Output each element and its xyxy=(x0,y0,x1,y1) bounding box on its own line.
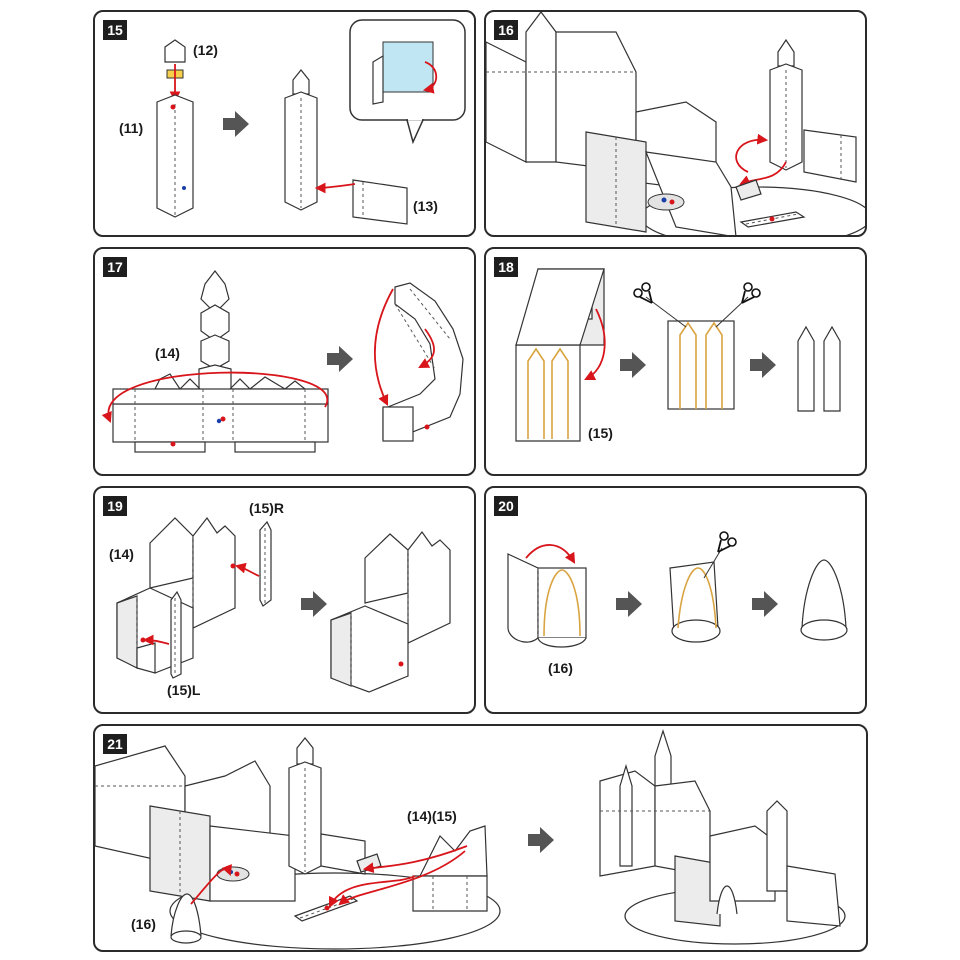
step-number: 21 xyxy=(103,734,127,754)
part-label-13: (13) xyxy=(413,198,438,214)
next-step-arrow-icon xyxy=(616,591,642,617)
assembled-tower xyxy=(284,69,318,211)
next-step-arrow-icon xyxy=(301,591,327,617)
part-14-flat xyxy=(101,270,329,453)
part-label-16: (16) xyxy=(131,916,156,932)
next-step-arrow-icon xyxy=(223,111,249,137)
step-number: 20 xyxy=(494,496,518,516)
part-14-assembly xyxy=(116,516,236,674)
finished-castle xyxy=(599,729,846,945)
castle-base xyxy=(486,12,865,235)
step-17-panel: 17 (14) xyxy=(93,247,476,476)
scissors-icon xyxy=(717,531,737,553)
step-20-panel: 20 (16) xyxy=(484,486,867,714)
part-16-cone xyxy=(800,559,848,641)
scissors-icon xyxy=(741,282,761,304)
part-12-cap xyxy=(164,39,186,103)
scissors-icon xyxy=(633,282,653,304)
part-label-11: (11) xyxy=(119,120,144,136)
part-15-sheet xyxy=(515,268,606,442)
part-label-16: (16) xyxy=(548,660,573,676)
step-21-panel: 21 (14)(15) (16) xyxy=(93,724,868,952)
part-16-cone xyxy=(170,863,232,944)
slot-base xyxy=(735,179,806,228)
part-14-assembled xyxy=(330,530,451,693)
part-15L xyxy=(142,590,182,679)
step-19-panel: 19 (15)R (14) (15)L xyxy=(93,486,476,714)
part-15-cut xyxy=(633,282,761,410)
part-16-rolled xyxy=(669,531,737,643)
step-18-panel: 18 (15) xyxy=(484,247,867,476)
next-step-arrow-icon xyxy=(620,352,646,378)
part-15R xyxy=(234,520,272,607)
part-label-14: (14) xyxy=(109,546,134,562)
next-step-arrow-icon xyxy=(750,352,776,378)
tower-part-11 xyxy=(735,38,857,186)
next-step-arrow-icon xyxy=(528,827,554,853)
part-label-15: (15) xyxy=(588,425,613,441)
detail-bubble xyxy=(349,19,466,145)
part-15-pieces xyxy=(797,325,841,412)
step-number: 15 xyxy=(103,20,127,40)
next-step-arrow-icon xyxy=(752,591,778,617)
part-label-12: (12) xyxy=(193,42,218,58)
step-number: 17 xyxy=(103,257,127,277)
step-16-panel: 16 xyxy=(484,10,867,237)
part-label-15L: (15)L xyxy=(167,682,201,698)
part-label-14-15: (14)(15) xyxy=(407,808,457,824)
next-step-arrow-icon xyxy=(327,346,353,372)
part-14-15-assembly xyxy=(329,825,488,912)
part-label-15R: (15)R xyxy=(249,500,285,516)
step-15-panel: 15 (12) (11) (13) xyxy=(93,10,476,237)
part-13-piece xyxy=(314,179,408,225)
part-14-folded xyxy=(374,282,464,442)
step-number: 18 xyxy=(494,257,518,277)
part-11-tower xyxy=(156,94,194,218)
part-16-sheet xyxy=(507,544,587,648)
part-label-14: (14) xyxy=(155,345,180,361)
step-number: 16 xyxy=(494,20,518,40)
step-number: 19 xyxy=(103,496,127,516)
